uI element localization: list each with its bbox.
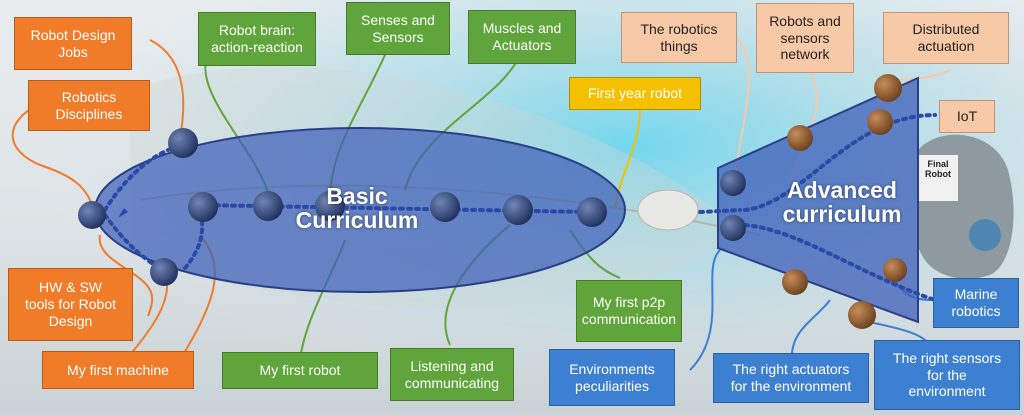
box-listening-communicating: Listening and communicating <box>390 348 514 401</box>
box-iot: IoT <box>939 100 995 133</box>
final-robot-label: Final Robot <box>925 159 951 179</box>
advanced-curriculum-nodes <box>720 74 907 329</box>
box-robots-sensors-network: Robots and sensors network <box>756 3 854 73</box>
advanced-curriculum-funnel <box>717 76 919 324</box>
basic-curriculum-nodes <box>78 128 607 286</box>
box-right-actuators: The right actuators for the environment <box>713 353 869 403</box>
final-robot-card <box>918 155 958 201</box>
box-environments-peculiarities: Environments peculiarities <box>549 349 675 406</box>
box-my-first-machine: My first machine <box>42 351 194 389</box>
box-hw-sw-tools: HW & SW tools for Robot Design <box>8 268 133 341</box>
box-first-year-robot: First year robot <box>569 77 701 110</box>
advanced-curriculum-label: Advanced curriculum <box>782 177 902 228</box>
box-muscles-actuators: Muscles and Actuators <box>468 10 576 64</box>
box-my-first-robot: My first robot <box>222 352 378 389</box>
box-robotics-things: The robotics things <box>621 12 737 63</box>
final-robot-emblem <box>969 219 1001 251</box>
box-marine-robotics: Marine robotics <box>933 278 1019 328</box>
box-distributed-actuation: Distributed actuation <box>883 12 1009 64</box>
box-robot-brain: Robot brain: action-reaction <box>198 12 316 66</box>
box-robot-design-jobs: Robot Design Jobs <box>14 17 132 70</box>
basic-curriculum-label: Basic Curriculum <box>295 183 419 234</box>
box-my-first-p2p: My first p2p communication <box>576 280 682 342</box>
box-senses-sensors: Senses and Sensors <box>346 2 450 55</box>
arrowhead-left <box>118 208 128 218</box>
box-right-sensors: The right sensors for the environment <box>874 340 1020 410</box>
first-year-robot-rock <box>637 189 699 231</box>
box-robotics-disciplines: Robotics Disciplines <box>28 80 150 131</box>
